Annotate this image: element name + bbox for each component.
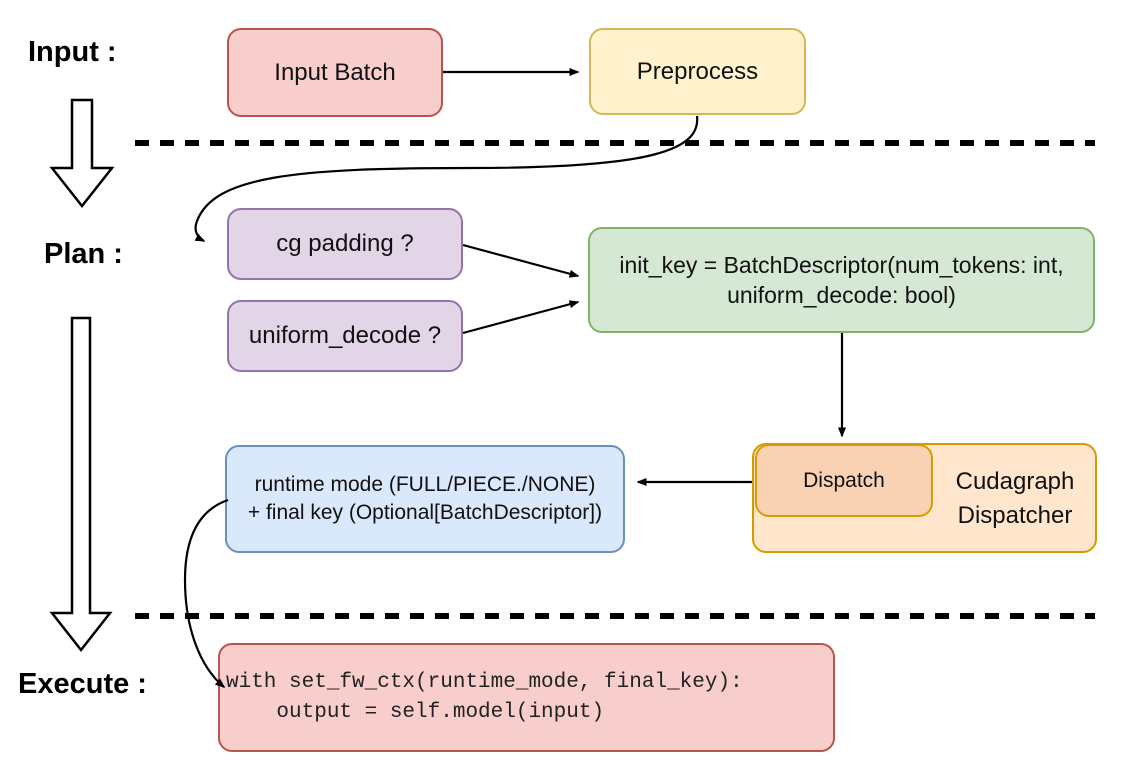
stage-arrow-plan-to-execute [49,316,113,653]
node-uniform-decode-label: uniform_decode ? [248,322,442,350]
node-dispatch-label: Dispatch [803,468,885,492]
node-execute-code-line1: with set_fw_ctx(runtime_mode, final_key)… [226,671,743,695]
stage-label-execute: Execute : [18,668,147,700]
stage-arrow-input-to-plan [49,98,115,209]
node-execute-code-line2: output = self.model(input) [226,700,605,724]
stage-label-plan: Plan : [44,238,123,270]
arrow-uniform-decode-to-init-key [462,300,580,335]
node-input-batch: Input Batch [227,28,443,117]
node-cudagraph-dispatcher-label: Cudagraph Dispatcher [955,468,1075,529]
node-runtime-mode-line2: + final key (Optional[BatchDescriptor]) [247,501,603,524]
node-uniform-decode: uniform_decode ? [227,300,463,372]
node-init-key-line2: uniform_decode: bool) [727,282,956,308]
node-cg-padding-label: cg padding ? [276,230,414,258]
node-runtime-mode-line1: runtime mode (FULL/PIECE./NONE) [254,473,596,497]
node-init-key: init_key = BatchDescriptor(num_tokens: i… [588,227,1095,333]
node-runtime-mode: runtime mode (FULL/PIECE./NONE) + final … [225,445,625,553]
node-preprocess-label: Preprocess [636,57,759,85]
node-input-batch-label: Input Batch [274,58,396,86]
node-cg-padding: cg padding ? [227,208,463,280]
node-dispatch: Dispatch [755,444,933,517]
node-init-key-line1: init_key = BatchDescriptor(num_tokens: i… [619,251,1064,278]
node-execute-code: with set_fw_ctx(runtime_mode, final_key)… [218,643,835,752]
node-preprocess: Preprocess [589,28,806,115]
stage-label-input: Input : [28,36,117,68]
arrow-cg-padding-to-init-key [462,243,580,278]
